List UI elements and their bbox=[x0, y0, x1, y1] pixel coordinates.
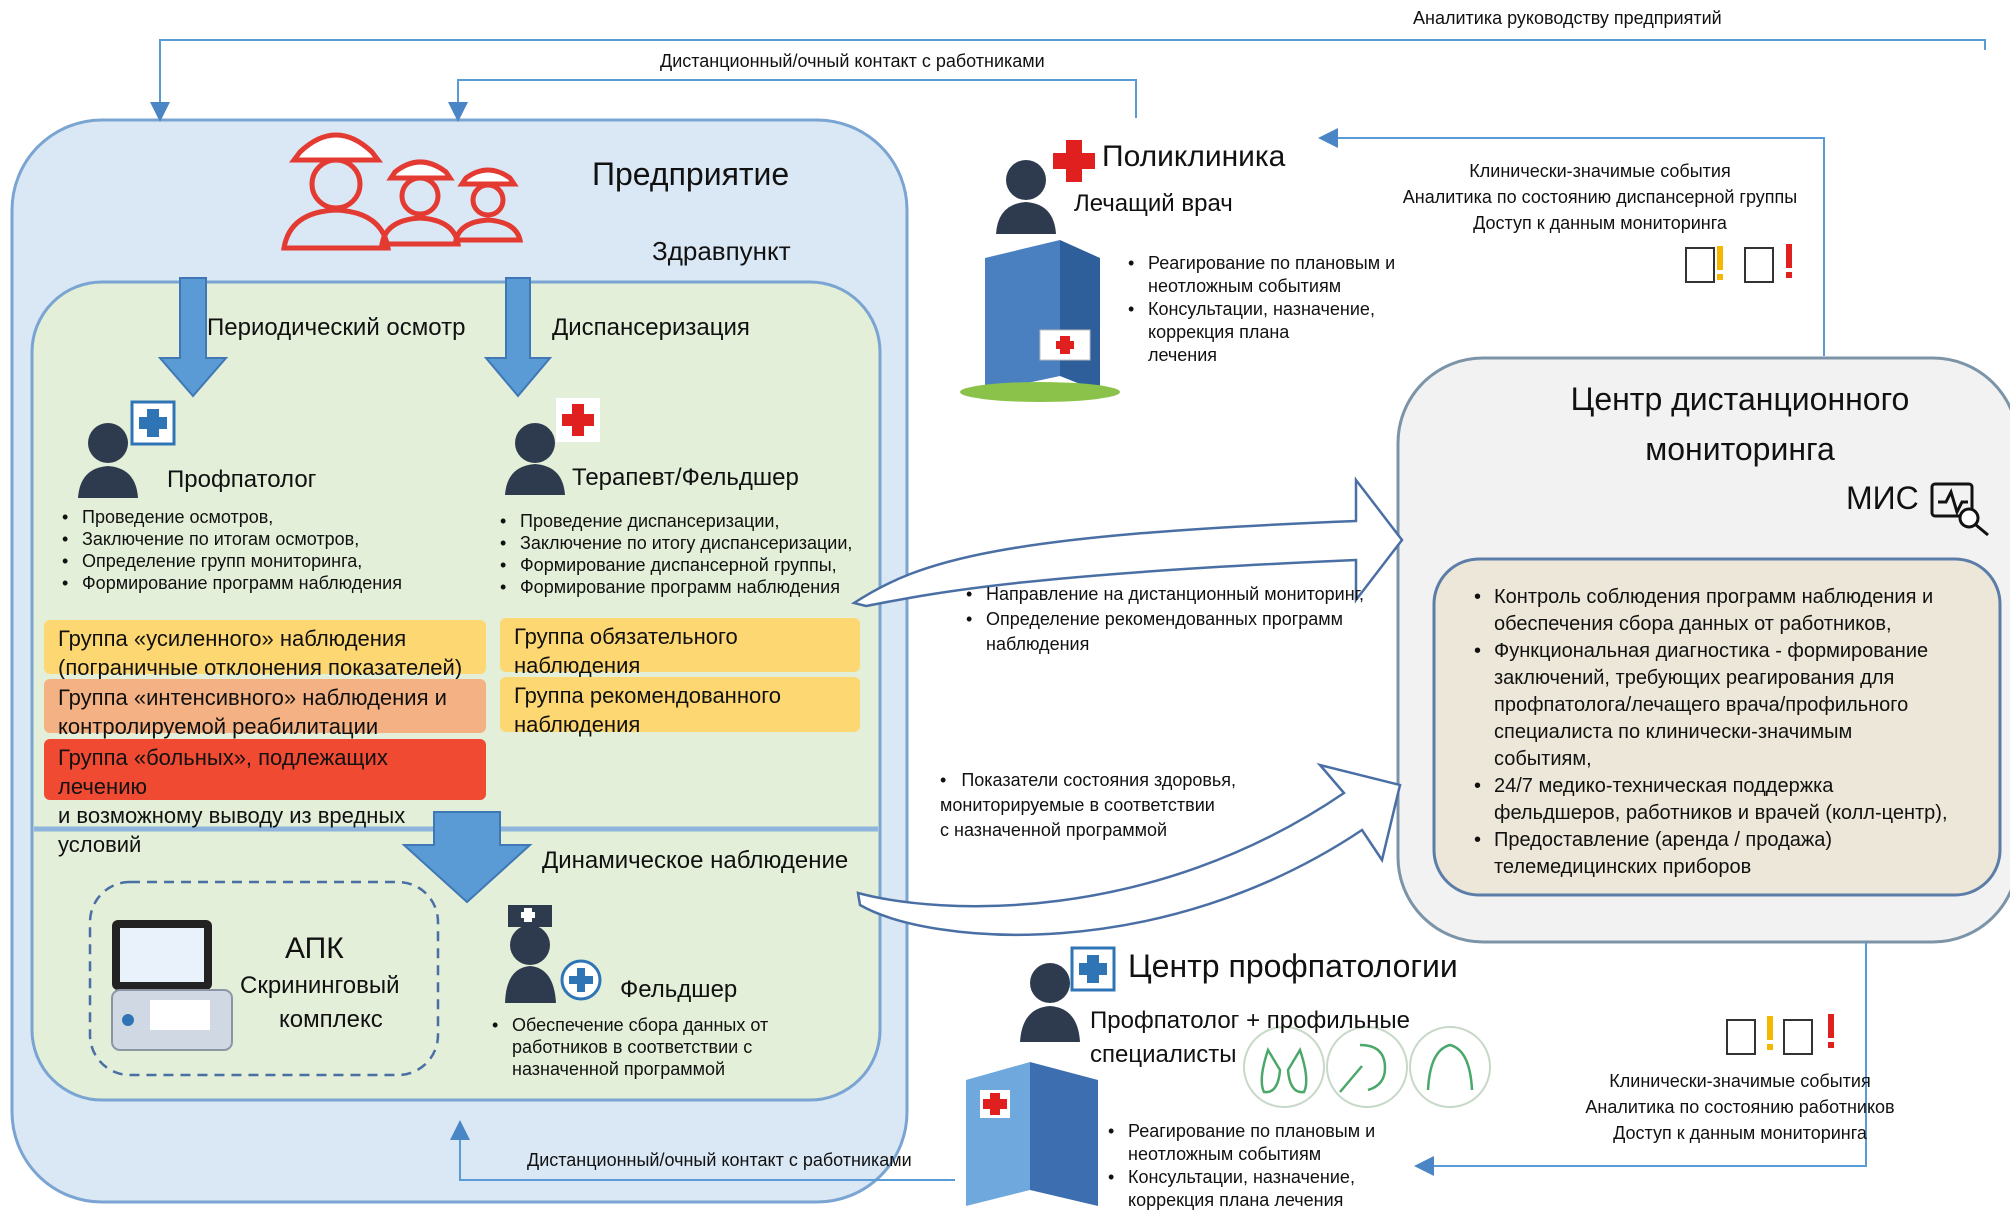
mis-label: МИС bbox=[1846, 480, 1919, 516]
profpatolog-doctor-icon bbox=[78, 423, 138, 498]
analytics-label: Аналитика руководству предприятий bbox=[1413, 8, 1722, 28]
arrow-dispanserization bbox=[483, 277, 553, 398]
polyclinic-feedback-text: Клинически-значимые события Аналитика по… bbox=[1402, 161, 1798, 233]
therapist-duty: Заключение по итогу диспансеризации, bbox=[500, 532, 852, 554]
polyclinic-duty: Консультации, назначение,коррекция плана… bbox=[1128, 298, 1395, 367]
feldsher-title: Фельдшер bbox=[620, 976, 738, 1003]
nurse-icon bbox=[505, 905, 602, 1003]
apk-box bbox=[88, 880, 440, 1077]
alert-docs-icon-top bbox=[1685, 244, 1792, 283]
profcenter-feedback-text: Клинически-значимые события Аналитика по… bbox=[1585, 1071, 1895, 1143]
arrow-to-monitoring-upper bbox=[850, 476, 1404, 608]
monitoring-function: Предоставление (аренда / продажа)телемед… bbox=[1474, 827, 2010, 881]
polyclinic-title: Поликлиника bbox=[1102, 140, 1286, 173]
contact-label-top: Дистанционный/очный контакт с работникам… bbox=[660, 51, 1045, 71]
lungs-icon bbox=[1243, 1026, 1325, 1108]
profpatolog-duty: Заключение по итогам осмотров, bbox=[62, 528, 402, 550]
monitoring-function: Функциональная диагностика - формировани… bbox=[1474, 638, 2010, 773]
monitoring-center-title: Центр дистанционного мониторинга bbox=[1570, 381, 1910, 467]
therapist-duty: Проведение диспансеризации, bbox=[500, 510, 852, 532]
therapist-cross-icon bbox=[556, 398, 600, 442]
upper-arrow-item: Определение рекомендованных программнабл… bbox=[966, 607, 1364, 657]
zdravpunkt-title: Здравпункт bbox=[652, 236, 791, 266]
dispanserization-label: Диспансеризация bbox=[552, 314, 750, 341]
alert-docs-icon-bottom bbox=[1726, 1014, 1834, 1055]
profcenter-cross-icon bbox=[1070, 946, 1116, 992]
therapist-duty: Формирование программ наблюдения bbox=[500, 576, 852, 598]
profpatolog-duties: Проведение осмотров, Заключение по итога… bbox=[58, 506, 402, 594]
monitoring-function: Контроль соблюдения программ наблюдения … bbox=[1474, 584, 2010, 638]
apk-device-icon bbox=[111, 920, 233, 1051]
profpatolog-duty: Определение групп мониторинга, bbox=[62, 550, 402, 572]
enterprise-title: Предприятие bbox=[592, 156, 790, 192]
profcenter-building-icon bbox=[966, 1062, 1098, 1206]
apk-line2: комплекс bbox=[279, 1006, 383, 1033]
feldsher-duties: Обеспечение сбора данных от работников в… bbox=[488, 1014, 768, 1080]
profcenter-title: Центр профпатологии bbox=[1128, 948, 1458, 984]
therapist-doctor-icon bbox=[505, 423, 565, 495]
profpatolog-cross-icon bbox=[130, 400, 176, 446]
polyclinic-doctor-label: Лечащий врач bbox=[1074, 190, 1233, 217]
profpatolog-title: Профпатолог bbox=[167, 466, 317, 493]
arrow-periodic-exam bbox=[157, 277, 229, 398]
contact-label-bottom: Дистанционный/очный контакт с работникам… bbox=[527, 1150, 912, 1170]
periodic-exam-label: Периодический осмотр bbox=[207, 314, 466, 341]
ent-icon bbox=[1326, 1026, 1408, 1108]
group-enhanced-observation: Группа «усиленного» наблюдения(пограничн… bbox=[44, 620, 486, 680]
polyclinic-doctor-icon bbox=[996, 160, 1056, 234]
profcenter-subtitle: Профпатолог + профильные специалисты bbox=[1090, 1007, 1410, 1068]
polyclinic-building-icon bbox=[960, 240, 1120, 402]
workers-icon bbox=[281, 132, 524, 251]
monitoring-function: 24/7 медико-техническая поддержкафельдше… bbox=[1474, 773, 2010, 827]
therapist-duties: Проведение диспансеризации, Заключение п… bbox=[496, 510, 852, 598]
profpatolog-duty: Формирование программ наблюдения bbox=[62, 572, 402, 594]
upper-arrow-text: Направление на дистанционный мониторинг,… bbox=[962, 582, 1364, 657]
therapist-title: Терапевт/Фельдшер bbox=[572, 464, 799, 491]
chest-icon bbox=[1409, 1026, 1491, 1108]
apk-title: АПК bbox=[285, 932, 344, 965]
lower-arrow-text: • Показатели состояния здоровья, монитор… bbox=[940, 770, 1237, 840]
upper-arrow-item: Направление на дистанционный мониторинг, bbox=[966, 582, 1364, 607]
polyclinic-cross-icon bbox=[1053, 140, 1095, 182]
profcenter-doctor-icon bbox=[1020, 963, 1080, 1042]
monitoring-center-functions: Контроль соблюдения программ наблюдения … bbox=[1470, 584, 2010, 881]
apk-line1: Скрининговый bbox=[240, 972, 400, 999]
profcenter-duty: Консультации, назначение,коррекция плана… bbox=[1108, 1166, 1375, 1212]
arrow-dynamic-observation bbox=[401, 811, 533, 904]
mis-monitor-icon bbox=[1930, 482, 1989, 537]
therapist-duty: Формирование диспансерной группы, bbox=[500, 554, 852, 576]
profpatolog-duty: Проведение осмотров, bbox=[62, 506, 402, 528]
arrow-to-monitoring-lower bbox=[856, 762, 1402, 937]
dynamic-observation-label: Динамическое наблюдение bbox=[542, 847, 849, 874]
feldsher-duty: Обеспечение сбора данных от работников в… bbox=[492, 1014, 768, 1080]
